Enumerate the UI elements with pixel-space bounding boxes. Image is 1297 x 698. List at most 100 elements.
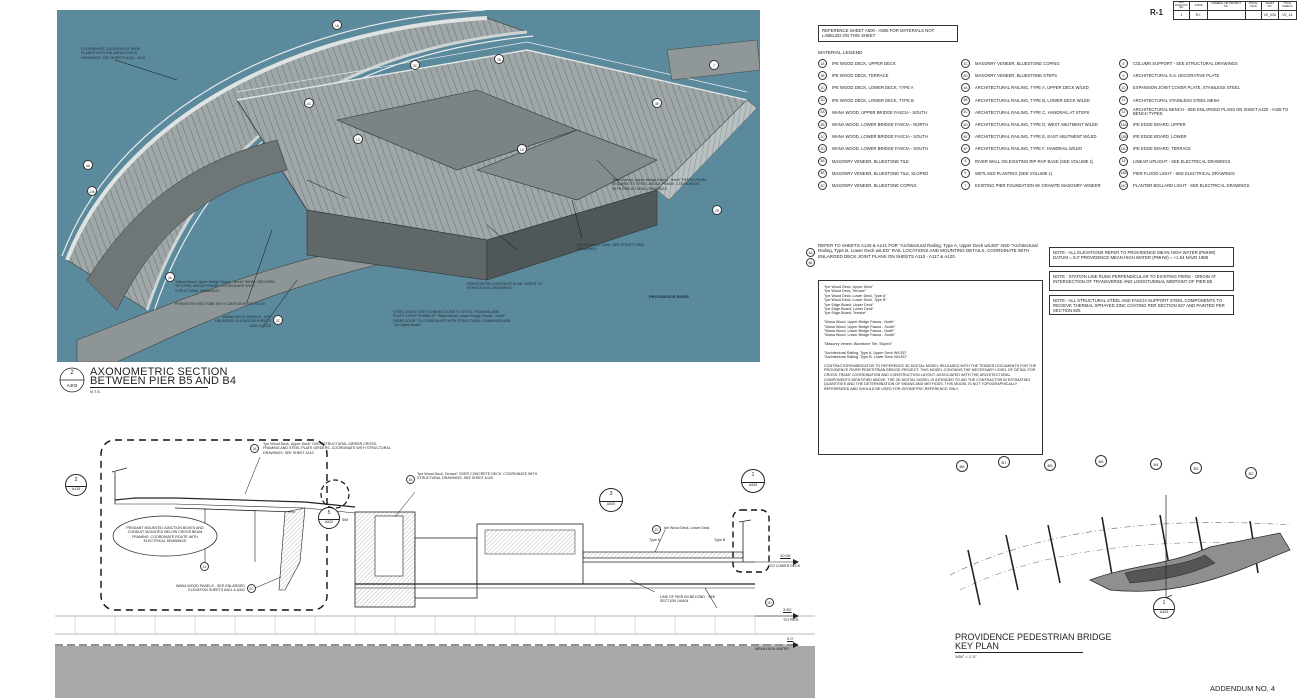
tag-2a: 2A	[165, 272, 175, 282]
legend-tag: 4C	[961, 107, 970, 117]
section-ref-5-sim: SIM	[342, 518, 349, 522]
key-plan-ref[interactable]: 1 A403	[1153, 597, 1175, 619]
key-plan-scale: 1/64" = 1'-0"	[955, 654, 977, 659]
legend-label: ARCHITECTURAL RAILING, TYPE E, EAST ABUT…	[975, 134, 1097, 140]
callout-wana-panels: WANA WOOD PANELS - SEE ENLARGED ELEVATIO…	[215, 315, 271, 328]
axo-title-scale: N.T.S.	[90, 389, 101, 394]
elevation-3-label: MEAN HIGH WATER	[755, 647, 789, 651]
legend-label: IPE WOOD DECK, TERRACE	[832, 73, 889, 79]
axonometric-drawing	[61, 10, 760, 362]
legend-tag: 14b	[1119, 168, 1128, 178]
section-type-b: Type B	[714, 538, 726, 542]
section-tag-1b: 1B	[406, 475, 415, 484]
key-plan-title-2: KEY PLAN	[955, 641, 999, 651]
legend-label: WETLAND PLANTING (SEE VOLUME 1)	[975, 170, 1053, 176]
section-ref-5[interactable]: 5 A520	[318, 507, 340, 529]
model-item: "Wana Wood, Upper Bridge Fascia - North"	[824, 320, 895, 325]
legend-tag: 2A	[818, 107, 827, 117]
legend-tag: 4F	[961, 144, 970, 154]
tag-4a: 4A	[83, 160, 93, 170]
tag-2c: 2C	[273, 315, 283, 325]
tag-4c: 4C	[304, 98, 314, 108]
callout-concrete-slab: REINFORCED CONCRETE SLAB. REFER TO STRUC…	[467, 282, 543, 291]
railing-note: REFER TO SHEETS A140 & A141 FOR "Archite…	[818, 243, 1038, 259]
legend-item: 3C MASONRY VENEER, BLUESTONE COPING	[818, 181, 917, 190]
legend-label: PLANTER BOLLARD LIGHT - SEE ELECTRICAL D…	[1133, 183, 1250, 188]
legend-tag: 2B	[818, 120, 827, 129]
legend-item: 2B WANA WOOD, LOWER BRIDGE FASCIA - NORTH	[818, 120, 928, 129]
axo-detail-number: 2	[70, 370, 74, 376]
legend-tag: 4B	[961, 95, 970, 105]
legend-label: IPE EDGE BOARD, UPPER	[1133, 122, 1186, 127]
section-pier-line-note: LINE OF PIER B4 BEYOND - SEE SECTION 1/A…	[660, 595, 716, 604]
legend-tag: 14	[1119, 156, 1128, 166]
legend-item: 4E ARCHITECTURAL RAILING, TYPE E, EAST AB…	[961, 132, 1097, 142]
model-item: "Architectural Railing, Type B, Lower De…	[824, 355, 908, 360]
model-item: "Ipe Edge Board, Lower Deck"	[824, 307, 874, 312]
model-item: "Ipe Wood Deck, Terrace"	[824, 289, 867, 294]
callout-geofoam: GEOFOAM AT VOID. SEE STRUCTURAL DRAWINGS	[577, 243, 645, 252]
tag-1a: 1A	[332, 20, 342, 30]
legend-tag: 3B	[818, 168, 827, 178]
legend-label: COLUMN SUPPORT - SEE STRUCTURAL DRAWINGS	[1133, 61, 1238, 66]
legend-item: 13cIPE EDGE BOARD, TERRACE	[1119, 144, 1191, 154]
model-item: "Masonry Veneer, Bluestone Tile, Sloped"	[824, 342, 893, 347]
legend-label: IPE WOOD DECK, LOWER DECK, TYPE B	[832, 97, 914, 103]
legend-label: ARCHITECTURAL S.S. DECORATIVE PLATE	[1133, 73, 1220, 79]
legend-title: MATERIAL LEGEND	[818, 51, 863, 56]
legend-label: MASONRY VENEER, BLUESTONE COPING	[832, 183, 917, 188]
legend-tag: 10	[1119, 83, 1128, 93]
key-plan-title-1: PROVIDENCE PEDESTRIAN BRIDGE	[955, 632, 1112, 642]
elevation-3-value: 0.0'	[787, 636, 794, 641]
legend-label: ARCHITECTURAL RAILING, TYPE C, HANDRAIL …	[975, 109, 1090, 115]
legend-tag: 3C	[818, 181, 827, 190]
legend-tag: 14c	[1119, 181, 1128, 190]
legend-label: EXISTING PIER FOUNDATION W/ GRANITE MASO…	[975, 183, 1101, 188]
legend-label: WANA WOOD, LOWER BRIDGE FASCIA - SOUTH	[832, 146, 928, 152]
addendum-label: ADDENDUM NO. 4	[1210, 684, 1276, 693]
legend-tag: 6	[961, 168, 970, 178]
legend-tag: 7	[961, 181, 970, 190]
legend-label: ARCHITECTURAL RAILING, TYPE D, WEST ABUT…	[975, 122, 1098, 127]
legend-tag: 4E	[961, 132, 970, 142]
legend-label: WANA WOOD, LOWER BRIDGE FASCIA - NORTH	[832, 122, 929, 127]
section-ref-1[interactable]: 1 A530	[741, 469, 765, 493]
legend-tag: 13b	[1119, 132, 1128, 142]
legend-tag: 2D	[818, 144, 827, 154]
reference-note: REFERENCE SHEET A500 - A505 FOR MATERIAL…	[818, 25, 958, 42]
axo-title-line1: AXONOMETRIC SECTION	[90, 366, 228, 378]
axo-title-rule	[90, 386, 208, 388]
section-terrace-note: "Ipe Wood Deck, Terrace" OVER CONCRETE D…	[417, 472, 538, 481]
legend-tag: 1D	[818, 95, 827, 105]
section-ref-3[interactable]: 3 A500	[599, 488, 623, 512]
section-tag-2c: 2C	[247, 584, 256, 593]
section-pendant-note: PENDANT MOUNTED JUNCTION BOXES AND CONDU…	[126, 526, 204, 543]
section-type-a: Type A	[649, 538, 660, 542]
elevation-1-label: T/O LOWER DECK	[769, 564, 801, 568]
tag-4e: 4E	[652, 98, 662, 108]
legend-label: IPE WOOD DECK, UPPER DECK	[832, 61, 896, 66]
legend-item: 14c PLANTER BOLLARD LIGHT - SEE ELECTRICA…	[1119, 181, 1249, 190]
pier-label: B4	[1150, 458, 1162, 470]
legend-label: PIER FLOOD LIGHT - SEE ELECTRICAL DRAWIN…	[1133, 170, 1235, 176]
railing-tag-4b: 4B	[806, 258, 815, 267]
pier-label: B6	[1044, 459, 1056, 471]
callout-fascia-north-right: "Wana Wood, Upper Bridge Fascia - North"…	[612, 178, 707, 191]
model-paragraph: CONTRACTOR/FABRICATOR TO REFERENCE 3D DI…	[824, 363, 1037, 391]
railing-tag-4a: 4A	[806, 248, 815, 257]
section-ref-2[interactable]: 2 A415	[65, 474, 87, 496]
legend-tag: 1B	[818, 71, 827, 81]
callout-fascia-north-left: "Wana Wood, Upper Bridge Fascia - North"…	[175, 280, 275, 293]
